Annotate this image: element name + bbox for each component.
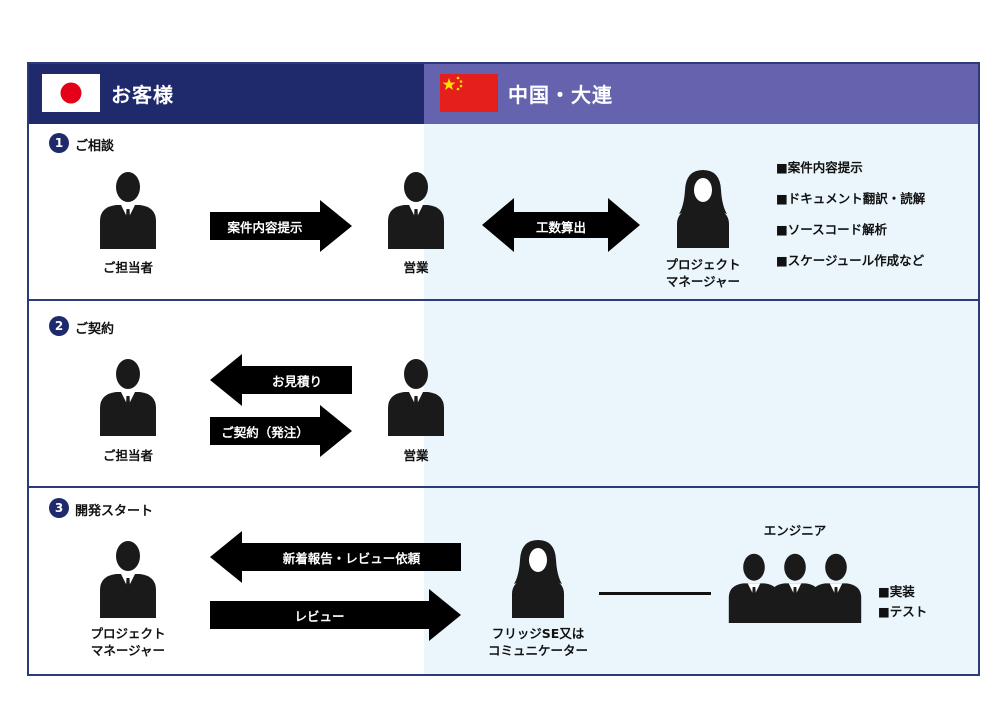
customer-label: ご担当者 bbox=[102, 448, 153, 463]
project-manager-icon bbox=[673, 168, 733, 248]
customer-header-title: お客様 bbox=[111, 83, 174, 107]
customer-label: ご担当者 bbox=[102, 260, 153, 275]
step-number-badge: 2 bbox=[49, 316, 69, 336]
request-arrow bbox=[210, 200, 352, 252]
project-manager-icon bbox=[98, 538, 158, 618]
step-title: ご相談 bbox=[75, 139, 115, 154]
engineer-label: エンジニア bbox=[763, 523, 827, 538]
step-number-badge: 3 bbox=[49, 498, 69, 518]
engineer-group-icon bbox=[728, 553, 862, 623]
section-divider bbox=[29, 299, 978, 301]
pm-label-line1: プロジェクト bbox=[665, 257, 741, 272]
request-arrow-label: 案件内容提示 bbox=[227, 220, 303, 235]
bridge-se-label-line2: コミュニケーター bbox=[487, 643, 588, 658]
section-divider bbox=[29, 486, 978, 488]
contract-arrow bbox=[210, 405, 352, 457]
engineer-task-list: ■実装 ■テスト bbox=[878, 582, 927, 622]
japan-flag-icon bbox=[42, 74, 100, 112]
list-item: ■実装 bbox=[878, 584, 915, 599]
customer-person-icon bbox=[98, 169, 158, 249]
list-item: ■案件内容提示 bbox=[776, 160, 863, 175]
quote-arrow bbox=[210, 354, 352, 406]
estimate-arrow bbox=[482, 198, 640, 252]
customer-header: お客様 bbox=[29, 64, 424, 124]
contract-arrow-label: ご契約（発注） bbox=[221, 425, 309, 440]
connector-line bbox=[599, 592, 711, 595]
sales-person-icon bbox=[386, 356, 446, 436]
bridge-se-label: フリッジSE又は コミュニケーター bbox=[468, 625, 608, 659]
china-header: 中国・大連 bbox=[424, 64, 978, 124]
review-arrow-label: レビュー bbox=[294, 609, 345, 624]
bridge-se-label-line1: フリッジSE又は bbox=[491, 626, 585, 641]
pm-label: プロジェクト マネージャー bbox=[68, 625, 188, 659]
step-title: ご契約 bbox=[75, 322, 115, 337]
flow-diagram: お客様 中国・大連 1 ご相談 ご担当者 案件内容提示 営業 工数算出 プロジェ… bbox=[27, 62, 980, 676]
report-arrow bbox=[210, 531, 461, 583]
quote-arrow-label: お見積り bbox=[271, 374, 322, 389]
sales-person-icon bbox=[386, 169, 446, 249]
list-item: ■テスト bbox=[878, 604, 928, 619]
bridge-se-icon bbox=[508, 538, 568, 618]
pm-label-line2: マネージャー bbox=[90, 643, 166, 658]
report-arrow-label: 新着報告・レビュー依頼 bbox=[282, 551, 421, 566]
step-number-badge: 1 bbox=[49, 133, 69, 153]
pm-label-line2: マネージャー bbox=[665, 274, 741, 289]
list-item: ■ドキュメント翻訳・読解 bbox=[776, 191, 926, 206]
pm-task-list: ■案件内容提示 ■ドキュメント翻訳・読解 ■ソースコード解析 ■スケージュール作… bbox=[776, 152, 925, 276]
sales-label: 営業 bbox=[403, 448, 429, 463]
list-item: ■スケージュール作成など bbox=[776, 253, 925, 268]
sales-label: 営業 bbox=[403, 260, 429, 275]
step-title: 開発スタート bbox=[75, 504, 154, 519]
pm-label: プロジェクト マネージャー bbox=[643, 256, 763, 290]
estimate-arrow-label: 工数算出 bbox=[535, 220, 586, 235]
customer-person-icon bbox=[98, 356, 158, 436]
china-header-title: 中国・大連 bbox=[508, 83, 613, 107]
pm-label-line1: プロジェクト bbox=[90, 626, 166, 641]
review-arrow bbox=[210, 589, 461, 641]
list-item: ■ソースコード解析 bbox=[776, 222, 888, 237]
china-flag-icon bbox=[440, 74, 498, 112]
